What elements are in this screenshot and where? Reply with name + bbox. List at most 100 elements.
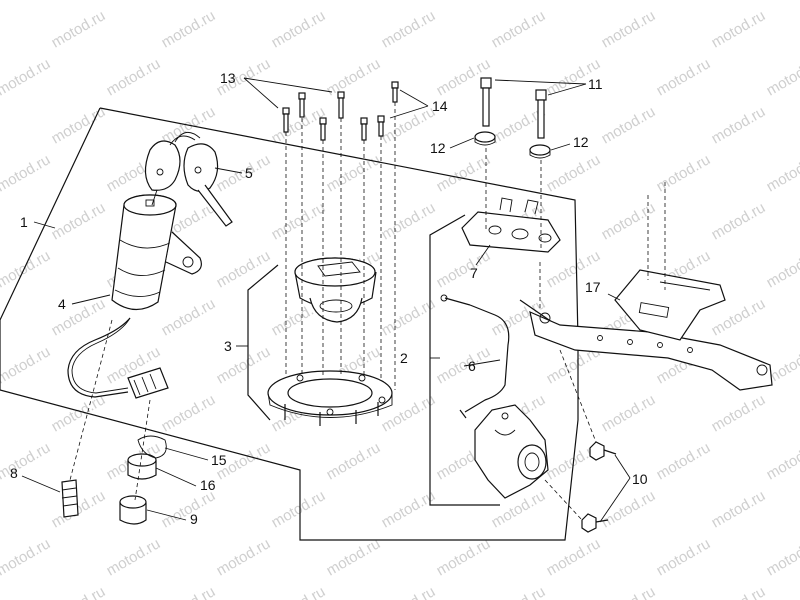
washers-12 bbox=[474, 131, 551, 159]
callout-11: 11 bbox=[588, 76, 603, 92]
watermark-text: motod.ru bbox=[544, 535, 604, 579]
watermark-text: motod.ru bbox=[654, 0, 714, 3]
watermark-text: motod.ru bbox=[49, 487, 109, 531]
lock-bracket bbox=[461, 197, 561, 253]
callout-1: 1 bbox=[20, 214, 28, 230]
screws-10 bbox=[581, 441, 617, 533]
watermark-text: motod.ru bbox=[709, 7, 769, 51]
watermark-text: motod.ru bbox=[0, 0, 53, 3]
watermark-text: motod.ru bbox=[434, 535, 494, 579]
watermark-text: motod.ru bbox=[0, 439, 53, 483]
callout-13: 13 bbox=[220, 70, 236, 86]
watermark-text: motod.ru bbox=[434, 151, 494, 195]
watermark-text: motod.ru bbox=[49, 199, 109, 243]
watermark-text: motod.ru bbox=[324, 151, 384, 195]
callout-15: 15 bbox=[211, 452, 227, 468]
watermark-text: motod.ru bbox=[654, 55, 714, 99]
watermark-text: motod.ru bbox=[709, 391, 769, 435]
callout-17: 17 bbox=[585, 279, 601, 295]
watermark-text: motod.ru bbox=[489, 583, 549, 600]
watermark-text: motod.ru bbox=[214, 343, 274, 387]
watermark-text: motod.ru bbox=[324, 55, 384, 99]
watermark-text: motod.ru bbox=[49, 7, 109, 51]
release-cable bbox=[440, 294, 510, 419]
watermark-text: motod.ru bbox=[159, 295, 219, 339]
watermark-text: motod.ru bbox=[0, 535, 53, 579]
watermark-text: motod.ru bbox=[764, 151, 800, 195]
callout-8: 8 bbox=[10, 465, 18, 481]
watermark-text: motod.ru bbox=[159, 583, 219, 600]
group-outline-3 bbox=[247, 264, 279, 421]
watermark-text: motod.ru bbox=[269, 103, 329, 147]
watermark-text: motod.ru bbox=[654, 535, 714, 579]
watermark-text: motod.ru bbox=[324, 0, 384, 3]
watermark-text: motod.ru bbox=[599, 103, 659, 147]
callout-14: 14 bbox=[432, 98, 448, 114]
watermark-text: motod.ru bbox=[434, 0, 494, 3]
watermark-text: motod.ru bbox=[104, 55, 164, 99]
watermark-text: motod.ru bbox=[709, 487, 769, 531]
callout-6: 6 bbox=[468, 358, 476, 374]
watermark-text: motod.ru bbox=[654, 439, 714, 483]
watermark-text: motod.ru bbox=[49, 583, 109, 600]
watermark-text: motod.ru bbox=[104, 0, 164, 3]
watermark-text: motod.ru bbox=[599, 583, 659, 600]
watermark-text: motod.ru bbox=[709, 199, 769, 243]
watermark-text: motod.ru bbox=[379, 295, 439, 339]
screws-11 bbox=[480, 77, 547, 139]
watermark-text: motod.ru bbox=[0, 55, 53, 99]
watermark-text: motod.ru bbox=[489, 7, 549, 51]
callout-9: 9 bbox=[190, 511, 198, 527]
watermark-text: motod.ru bbox=[764, 535, 800, 579]
small-parts bbox=[61, 435, 167, 525]
callout-10: 10 bbox=[632, 471, 648, 487]
watermark-text: motod.ru bbox=[379, 199, 439, 243]
watermark-text: motod.ru bbox=[269, 199, 329, 243]
watermark-text: motod.ru bbox=[214, 535, 274, 579]
group-outline-1 bbox=[0, 107, 579, 541]
callout-3: 3 bbox=[224, 338, 232, 354]
watermark-text: motod.ru bbox=[324, 535, 384, 579]
ignition-keys bbox=[144, 132, 233, 227]
watermark-text: motod.ru bbox=[159, 487, 219, 531]
watermark-text: motod.ru bbox=[764, 439, 800, 483]
ignition-switch-body bbox=[67, 194, 202, 399]
callout-7: 7 bbox=[470, 265, 478, 281]
watermark-text: motod.ru bbox=[269, 487, 329, 531]
watermark-text: motod.ru bbox=[379, 7, 439, 51]
callout-12b: 12 bbox=[573, 134, 589, 150]
leader-lines bbox=[21, 77, 631, 523]
watermark-text: motod.ru bbox=[104, 535, 164, 579]
callout-16: 16 bbox=[200, 477, 216, 493]
callout-5: 5 bbox=[245, 165, 253, 181]
watermark-text: motod.ru bbox=[544, 151, 604, 195]
watermark-text: motod.ru bbox=[379, 487, 439, 531]
watermark-text: motod.ru bbox=[0, 343, 53, 387]
callouts: 1 2 3 4 5 6 7 8 9 10 11 12 12 13 14 15 1… bbox=[10, 70, 648, 527]
watermark-text: motod.ru bbox=[324, 439, 384, 483]
callout-4: 4 bbox=[58, 296, 66, 312]
watermark-text: motod.ru bbox=[654, 151, 714, 195]
watermark-text: motod.ru bbox=[379, 583, 439, 600]
watermark-text: motod.ru bbox=[269, 7, 329, 51]
watermark-text: motod.ru bbox=[709, 583, 769, 600]
watermark-text: motod.ru bbox=[599, 7, 659, 51]
watermark-text: motod.ru bbox=[709, 103, 769, 147]
seat-lock bbox=[474, 404, 549, 499]
watermark-text: motod.ru bbox=[764, 0, 800, 3]
watermark-text: motod.ru bbox=[0, 247, 53, 291]
fuel-cap bbox=[267, 257, 393, 426]
watermark-text: motod.ru bbox=[214, 151, 274, 195]
callout-12a: 12 bbox=[430, 140, 446, 156]
watermark-text: motod.ru bbox=[214, 0, 274, 3]
watermark-text: motod.ru bbox=[599, 391, 659, 435]
watermark-text: motod.ru bbox=[599, 199, 659, 243]
watermark-text: motod.ru bbox=[764, 247, 800, 291]
watermark-text: motod.ru bbox=[159, 391, 219, 435]
group-outline-2 bbox=[429, 214, 500, 506]
assembly-lines bbox=[69, 102, 666, 521]
watermark-text: motod.ru bbox=[214, 247, 274, 291]
watermark-text: motod.ru bbox=[269, 583, 329, 600]
